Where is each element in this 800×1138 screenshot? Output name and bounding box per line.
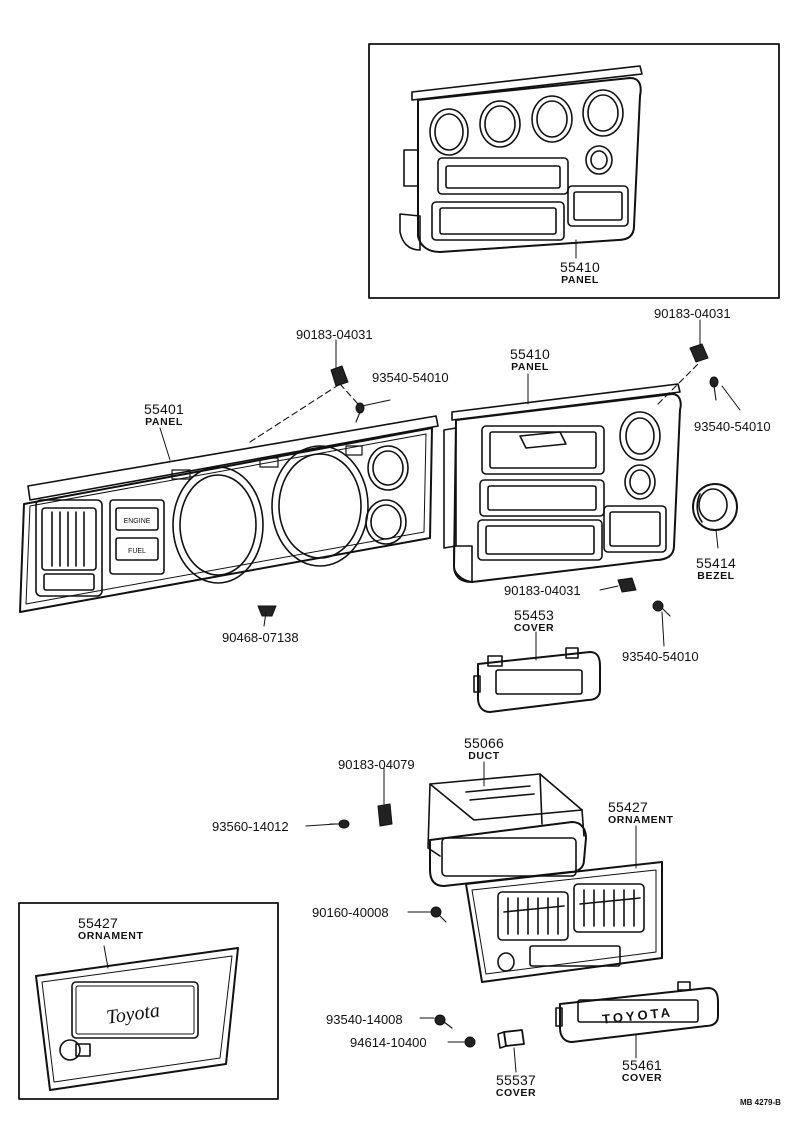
duct-55066-drawing bbox=[427, 773, 587, 887]
part-label-55410-inset: 55410 PANEL bbox=[552, 260, 608, 286]
fastener-code: 90468-07138 bbox=[222, 630, 299, 645]
part-name: ORNAMENT bbox=[608, 814, 674, 826]
part-label-55537: 55537 COVER bbox=[488, 1073, 544, 1099]
ornament-script-logo: Toyota bbox=[105, 999, 161, 1028]
screw-icon bbox=[430, 906, 442, 918]
ornament-55427-drawing bbox=[465, 861, 663, 983]
part-name: BEZEL bbox=[697, 570, 735, 582]
ornament-55427-inset-drawing bbox=[35, 947, 239, 1091]
gauge-label-engine: ENGINE bbox=[124, 518, 151, 525]
part-name: COVER bbox=[513, 622, 555, 634]
fastener-code: 90183-04079 bbox=[338, 757, 415, 772]
fastener-code: 93540-54010 bbox=[622, 649, 699, 664]
cover-55461-drawing bbox=[555, 981, 719, 1043]
part-number: 55066 bbox=[464, 735, 504, 751]
fastener-shapes bbox=[257, 343, 719, 1048]
part-number: 55453 bbox=[514, 607, 554, 623]
panel-55401-drawing bbox=[19, 415, 439, 613]
nut-icon bbox=[464, 1036, 476, 1048]
panel-55410-drawing bbox=[443, 383, 682, 583]
fastener-code: 93540-54010 bbox=[372, 370, 449, 385]
cover-lettering: TOYOTA bbox=[601, 1004, 673, 1026]
part-number: 55410 bbox=[510, 346, 550, 362]
part-number: 55427 bbox=[608, 799, 648, 815]
bezel-55414-drawing bbox=[692, 483, 738, 531]
gauge-label-fuel: FUEL bbox=[128, 548, 146, 555]
fastener-code: 90183-04031 bbox=[504, 583, 581, 598]
part-name: COVER bbox=[621, 1072, 663, 1084]
part-number: 55401 bbox=[144, 401, 184, 417]
part-number: 55461 bbox=[622, 1057, 662, 1073]
inset-frame-top bbox=[368, 43, 780, 299]
fastener-code: 90183-04031 bbox=[296, 327, 373, 342]
diagram-reference-number: MB 4279-B bbox=[740, 1098, 781, 1107]
fastener-code: 93540-14008 bbox=[326, 1012, 403, 1027]
part-number: 55410 bbox=[560, 259, 600, 275]
part-label-55410: 55410 PANEL bbox=[502, 347, 558, 373]
fastener-code: 90183-04031 bbox=[654, 306, 731, 321]
part-label-55401: 55401 PANEL bbox=[136, 402, 192, 428]
retainer-icon bbox=[257, 605, 277, 617]
clip-icon bbox=[617, 577, 637, 593]
part-number: 55414 bbox=[696, 555, 736, 571]
fastener-code: 93560-14012 bbox=[212, 819, 289, 834]
part-name: PANEL bbox=[145, 416, 183, 428]
part-label-55066: 55066 DUCT bbox=[456, 736, 512, 762]
cover-55453-drawing bbox=[473, 647, 601, 713]
part-label-55461: 55461 COVER bbox=[614, 1058, 670, 1084]
inset-frame-bottom bbox=[18, 902, 279, 1100]
part-name: ORNAMENT bbox=[78, 930, 144, 942]
part-label-55427: 55427 ORNAMENT bbox=[608, 800, 694, 826]
screw-icon bbox=[652, 600, 664, 612]
clip-icon bbox=[377, 803, 393, 827]
part-label-55414: 55414 BEZEL bbox=[688, 556, 744, 582]
part-number: 55427 bbox=[78, 915, 118, 931]
part-label-55427-inset: 55427 ORNAMENT bbox=[78, 916, 164, 942]
fastener-code: 94614-10400 bbox=[350, 1035, 427, 1050]
part-name: PANEL bbox=[561, 274, 599, 286]
part-number: 55537 bbox=[496, 1072, 536, 1088]
panel-55410-inset-drawing bbox=[399, 65, 643, 253]
part-name: DUCT bbox=[468, 750, 500, 762]
screw-icon bbox=[434, 1014, 446, 1026]
clip-icon bbox=[689, 343, 709, 363]
fastener-code: 90160-40008 bbox=[312, 905, 389, 920]
clip-icon bbox=[330, 365, 349, 387]
part-name: COVER bbox=[495, 1087, 537, 1099]
part-label-55453: 55453 COVER bbox=[506, 608, 562, 634]
cover-55537-drawing bbox=[497, 1029, 525, 1049]
fastener-code: 93540-54010 bbox=[694, 419, 771, 434]
part-name: PANEL bbox=[511, 361, 549, 373]
